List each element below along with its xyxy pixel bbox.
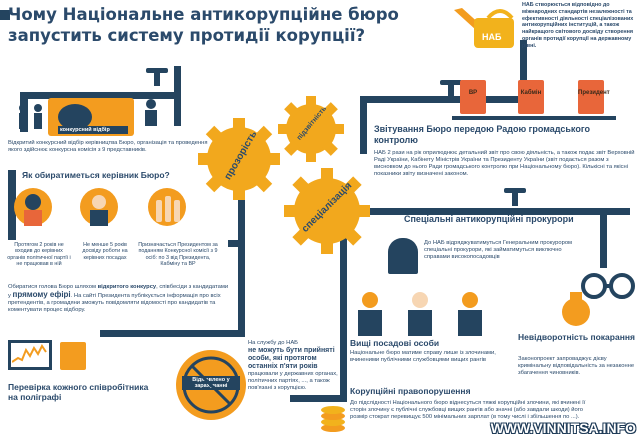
pipe-left-down [228,240,244,247]
competition-text: Відкритий конкурсний відбір керівництва … [8,140,208,153]
pipe-books-horizontal [360,96,520,103]
book-label: Кабмін [520,90,542,96]
director-criterion: Не менше 5 років досвіду роботи на керів… [82,242,128,261]
crimes-text: До підслідності Національного бюро відне… [350,400,586,420]
pipe-can [520,40,527,102]
pipe-bottom-curve [290,395,347,402]
report-text: НАБ 2 рази на рік оприлюднює детальний з… [374,150,635,177]
people-group-icon [19,104,42,129]
valve-icon [440,80,462,98]
pipe-to-books [360,96,367,154]
punishment-text: Законопроект запроваджує дієву криміналь… [518,356,635,376]
handcuffs-icon [581,273,635,299]
book-shelf [452,116,616,120]
director-text-highlight: відкритого конкурсу [97,284,157,290]
pipe-top-vertical [174,66,181,126]
book-label: ВР [468,90,478,96]
competition-screen-label: конкурсний відбір [58,126,128,134]
title-line-2: запустить систему протидії корупції? [8,26,366,45]
polygraph-device [60,342,86,370]
hiring-highlight: не можуть бути прийняті особи, які протя… [248,347,335,370]
director-criterion: Протягом 2 років не входив до керівних о… [7,242,71,268]
hands-vote-icon [156,196,180,222]
book-president: Президент [578,80,610,114]
man-icon [90,195,108,226]
report-heading: Звітування Бюро передою Радою громадсько… [374,124,590,145]
punishment-heading: Невідворотність покарання [518,332,635,342]
book-label: Президент [578,90,610,96]
pipe-center-down [238,200,245,330]
polygraph-heading: Перевірка кожного співробітника на поліг… [8,382,149,402]
pipe-end-icon [0,10,10,20]
director-heading: Як обиратиметься керівник Бюро? [22,170,170,180]
director-text-part: Обиратися голова Бюро шляхом [8,284,98,290]
prohibited-icon [182,356,240,414]
prosecutor-avatar [388,238,418,274]
prosecutors-text: До НАБ відряджуватимуться Генеральним пр… [424,240,573,260]
person-output-icon [145,99,157,126]
page-title: Чому Національне антикорупційне бюро зап… [8,4,428,46]
gear-accountability [278,96,344,162]
site-watermark: WWW.VINNITSA.INFO [490,420,636,436]
book-cabinet: Кабмін [518,80,544,114]
hiring-prefix: На службу до НАБ [248,340,298,346]
woman-icon [24,194,42,226]
watering-can-icon [454,8,514,48]
officials-text: Національне бюро матиме справу лише із з… [350,350,496,363]
book-parliament: ВР [460,80,486,114]
valve-icon [146,68,168,86]
pipe-right-horizontal [340,208,630,215]
hiring-suffix: працювали у державних органах, політични… [248,371,338,391]
competition-screen [58,104,92,130]
title-line-1: Чому Національне антикорупційне бюро [8,5,399,24]
pipe-top-horizontal [20,92,180,99]
polygraph-graph-icon [12,344,47,363]
money-bag-icon [562,292,590,326]
pipe-right-vertical [600,208,607,268]
director-criterion: Призначається Президентом за поданням Ко… [138,242,218,268]
crimes-heading: Корупційні правопорушення [350,386,471,396]
hiring-text: На службу до НАБ не можуть бути прийняті… [248,340,340,392]
watering-can-label: НАБ [482,32,502,42]
officials-icon [358,292,482,336]
coins-icon [321,406,345,432]
director-text: Обиратися голова Бюро шляхом відкритого … [8,284,230,314]
director-text-part: . На сайті Президента публікується інфор… [8,293,221,313]
nab-caption: НАБ створюється відповідно до міжнародни… [522,2,634,49]
director-text-part: , співбесіди з кандидатами у [8,284,229,299]
pipe-director [8,170,16,240]
gear-specialization [284,168,370,254]
director-text-highlight: прямому ефірі [12,290,71,299]
pipe-bottom-left [100,330,245,337]
gear-transparency [198,118,280,200]
pipe-top-left [20,92,28,132]
pipe-bottom-right [340,300,347,400]
valve-icon [504,188,526,206]
prosecutors-heading: Спеціальні антикорупційні прокурори [404,214,574,224]
officials-heading: Вищі посадові особи [350,338,440,348]
pipe-mid-down [340,230,347,310]
